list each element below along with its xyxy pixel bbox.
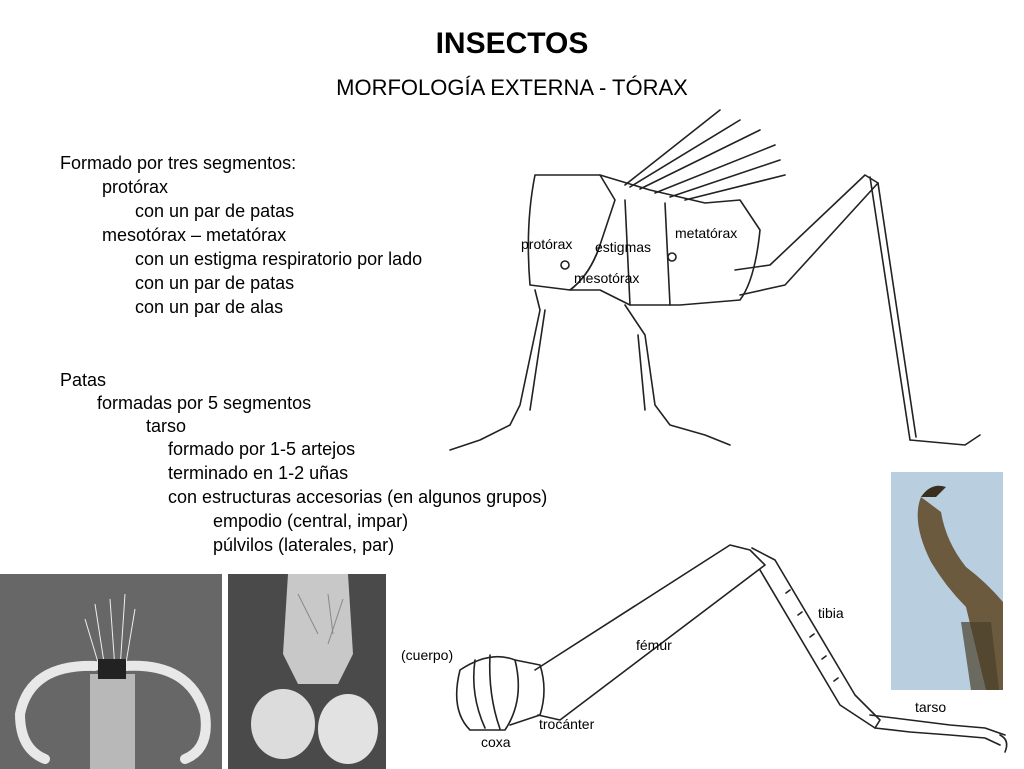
slide-subtitle: MORFOLOGÍA EXTERNA - TÓRAX — [0, 75, 1024, 101]
text-line: púlvilos (laterales, par) — [213, 533, 394, 557]
label-protorax: protórax — [521, 236, 572, 252]
label-metatorax: metatórax — [675, 225, 737, 241]
tarsus-photo — [891, 472, 1003, 690]
label-cuerpo: (cuerpo) — [401, 647, 453, 663]
pulvilli-sem-photo — [228, 574, 386, 769]
label-tibia: tibia — [818, 605, 844, 621]
claw-sem-photo — [0, 574, 222, 769]
text-line: protórax — [102, 175, 168, 199]
text-line: Patas — [60, 368, 106, 392]
label-coxa: coxa — [481, 734, 511, 750]
text-line: con un par de patas — [135, 271, 294, 295]
label-tarso: tarso — [915, 699, 946, 715]
text-line: formadas por 5 segmentos — [97, 391, 311, 415]
text-line: Formado por tres segmentos: — [60, 151, 296, 175]
text-line: con un estigma respiratorio por lado — [135, 247, 422, 271]
text-line: formado por 1-5 artejos — [168, 437, 355, 461]
label-estigmas: estigmas — [595, 239, 651, 255]
text-line: con un par de patas — [135, 199, 294, 223]
label-trocanter: trocánter — [539, 716, 594, 732]
text-line: tarso — [146, 414, 186, 438]
insect-thorax-illustration — [440, 105, 1020, 460]
label-mesotorax: mesotórax — [574, 270, 639, 286]
text-line: con un par de alas — [135, 295, 283, 319]
label-femur: fémur — [636, 637, 672, 653]
text-line: mesotórax – metatórax — [102, 223, 286, 247]
text-line: empodio (central, impar) — [213, 509, 408, 533]
text-line: terminado en 1-2 uñas — [168, 461, 348, 485]
slide-title: INSECTOS — [0, 27, 1024, 61]
text-line: con estructuras accesorias (en algunos g… — [168, 485, 547, 509]
